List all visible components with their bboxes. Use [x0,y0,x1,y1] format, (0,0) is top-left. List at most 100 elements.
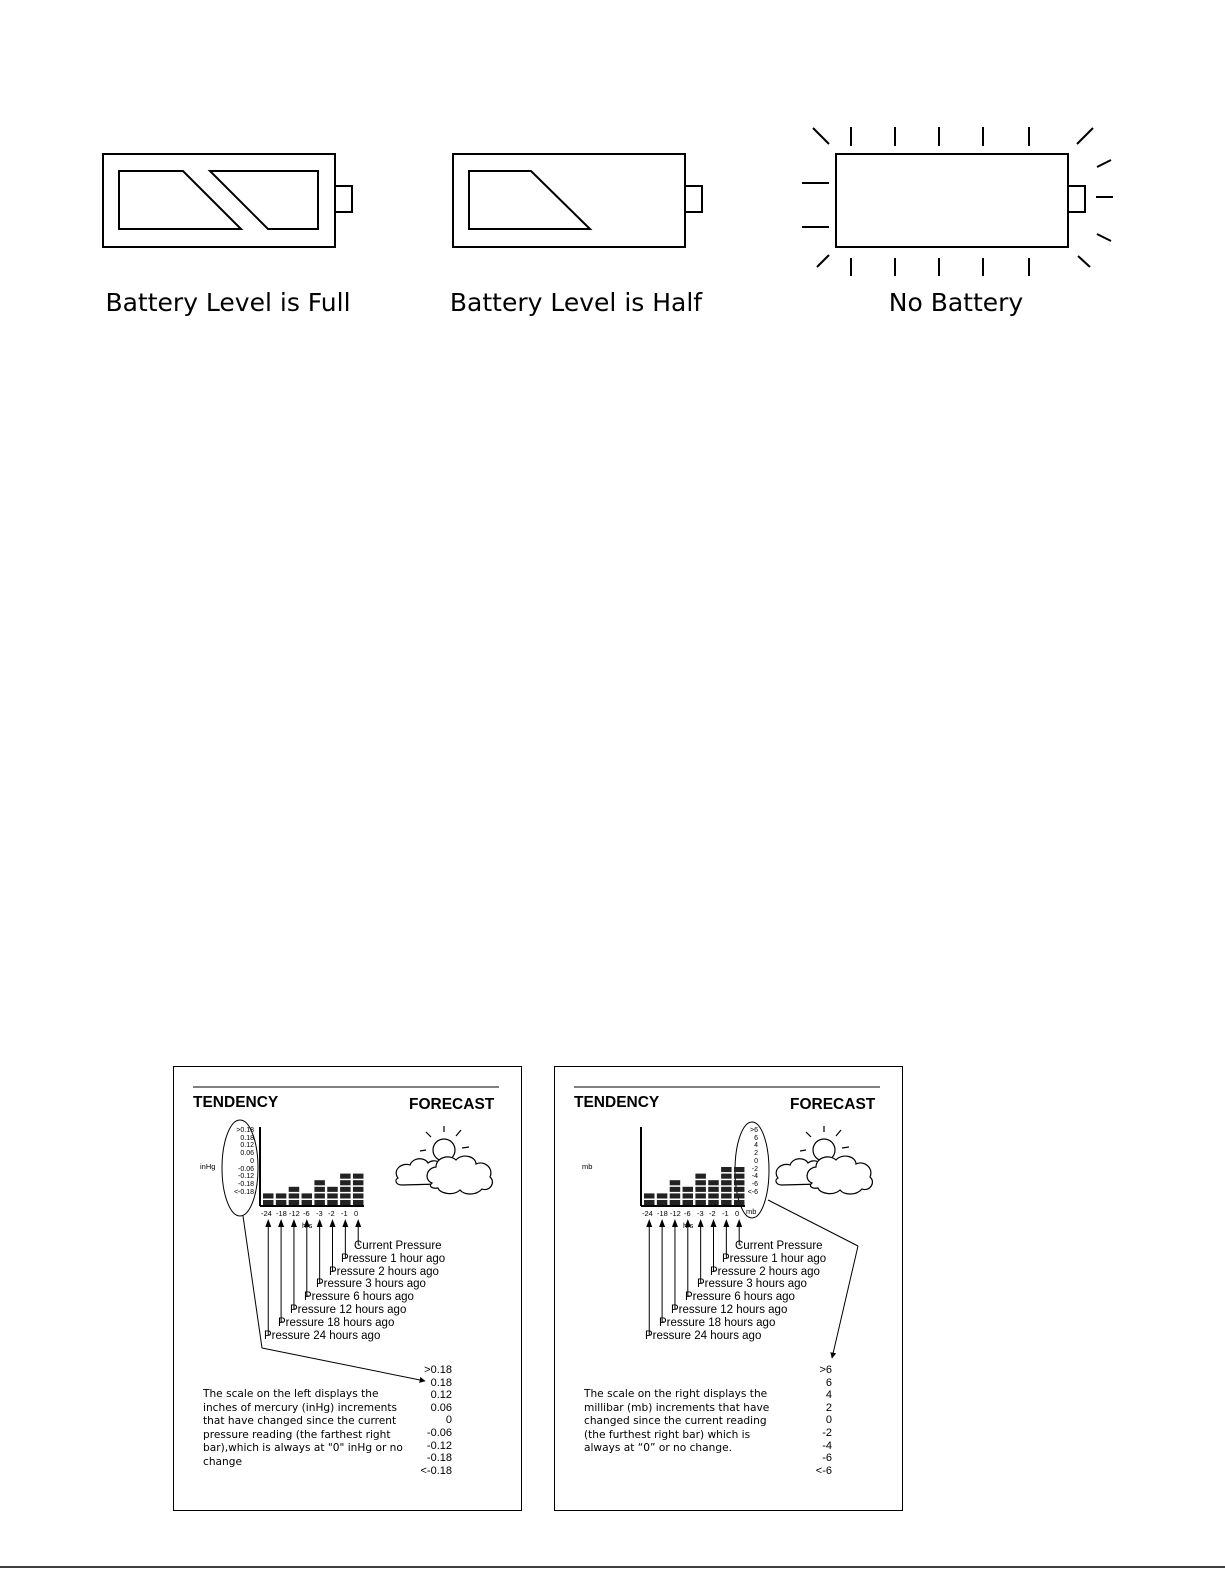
tendency-panel-inhg [173,1066,522,1511]
pressure-arrow-head [278,1219,285,1227]
pressure-arrow-head [290,1219,297,1227]
mini-scale-item: 6 [754,1134,758,1142]
tendency-panel-mb [554,1066,903,1511]
pressure-label: Pressure 24 hours ago [264,1330,381,1342]
pressure-label: Pressure 18 hours ago [278,1317,395,1329]
big-scale-item: 0 [825,1414,832,1427]
big-scale-item: 0 [445,1414,452,1427]
mini-scale-item: 2 [754,1150,758,1158]
pressure-label: Pressure 2 hours ago [710,1266,820,1278]
bar-segment [733,1200,745,1206]
hour-tick: -12 [670,1209,681,1218]
bar-segment [340,1193,351,1199]
unit-label: mb [582,1162,593,1171]
mini-scale-item: -0.12 [238,1173,254,1181]
bar-segment [263,1200,274,1206]
hour-tick: -3 [697,1209,704,1218]
hour-tick: -3 [316,1209,323,1218]
tendency-heading: TENDENCY [574,1094,660,1111]
bar-segment [275,1200,287,1206]
forecast-heading: FORECAST [409,1096,495,1113]
big-scale-item: <-0.18 [420,1464,453,1477]
pressure-arrow-head [659,1219,666,1227]
hour-tick: -2 [328,1209,335,1218]
big-scale-item: >6 [819,1364,832,1376]
hour-tick: -6 [303,1209,310,1218]
pressure-label: Pressure 1 hour ago [341,1253,446,1265]
hour-tick: -18 [276,1209,287,1218]
hour-tick: -6 [684,1209,691,1218]
mini-unit-label: mb [746,1207,757,1216]
bar-segment [644,1193,655,1199]
mini-scale-item: 0.06 [240,1150,254,1158]
sun-cloud-icon [395,1126,494,1195]
bar-segment [733,1173,745,1179]
pressure-arrow-head [723,1219,730,1227]
pressure-arrow-head [697,1219,704,1227]
bar-segment [721,1167,732,1173]
pressure-label: Pressure 3 hours ago [316,1278,426,1290]
bar-segment [340,1173,351,1179]
bar-segment [721,1180,732,1186]
bar-segment [669,1180,681,1186]
hour-tick: -18 [657,1209,668,1218]
bar-segment [314,1186,325,1192]
callout-arrow [830,1245,859,1359]
mini-scale-item: <-0.18 [233,1188,254,1196]
big-scale-item: -2 [822,1426,832,1439]
tendency-bars [263,1173,364,1206]
pressure-label: Pressure 12 hours ago [671,1304,788,1316]
battery-half-label: Battery Level is Half [449,288,703,317]
bar-segment [733,1167,745,1173]
big-scale-item: 0.06 [430,1401,452,1414]
bar-segment [695,1200,706,1206]
pressure-arrow-head [710,1219,717,1227]
hour-tick: -1 [722,1209,729,1218]
pressure-arrow-head [303,1219,310,1227]
pressure-arrow-head [671,1219,678,1227]
pressure-label: Pressure 3 hours ago [697,1278,807,1290]
bar-segment [682,1193,694,1199]
bar-segment [644,1200,655,1206]
big-scale-item: >0.18 [424,1364,452,1376]
pressure-label: Pressure 24 hours ago [645,1330,762,1342]
bar-segment [340,1186,351,1192]
mini-scale-item: 0.18 [240,1134,254,1142]
bar-segment [301,1200,313,1206]
callout-arrow [261,1347,426,1383]
hour-tick: -24 [261,1209,272,1218]
mini-scale-item: -2 [751,1165,758,1173]
bar-segment [352,1186,364,1192]
bar-segment [695,1193,706,1199]
scale-highlight-ellipse [221,1119,259,1217]
battery-empty-icon [802,127,1113,276]
mini-scale-item: -6 [751,1180,758,1188]
bar-segment [733,1193,745,1199]
big-scale-item: -0.12 [426,1439,452,1452]
callout-line [767,1199,859,1247]
pressure-label: Pressure 6 hours ago [304,1291,414,1303]
hour-tick: -24 [642,1209,653,1218]
bar-segment [656,1193,668,1199]
pressure-arrow-head [329,1219,336,1227]
bar-segment [288,1186,300,1192]
bar-segment [721,1200,732,1206]
mini-scale-item: -0.18 [238,1180,254,1188]
big-scale: >6 6 4 2 0 -2 -4 -6 <-6 [800,1364,832,1477]
bar-segment [669,1200,681,1206]
bar-segment [656,1200,668,1206]
big-scale-item: -0.18 [426,1452,452,1465]
bar-segment [708,1193,719,1199]
battery-half-icon [452,153,703,248]
pressure-label: Pressure 12 hours ago [290,1304,407,1316]
mini-scale-item: 0.12 [240,1142,254,1150]
big-scale-item: -6 [822,1452,832,1465]
mini-scale-item: -4 [751,1173,758,1181]
bar-segment [695,1186,706,1192]
mini-scale-item: -0.06 [238,1165,254,1173]
big-scale-item: 6 [825,1376,832,1389]
tendency-heading: TENDENCY [193,1094,279,1111]
mini-scale-item: >0.18 [236,1127,254,1134]
forecast-heading: FORECAST [790,1096,876,1113]
